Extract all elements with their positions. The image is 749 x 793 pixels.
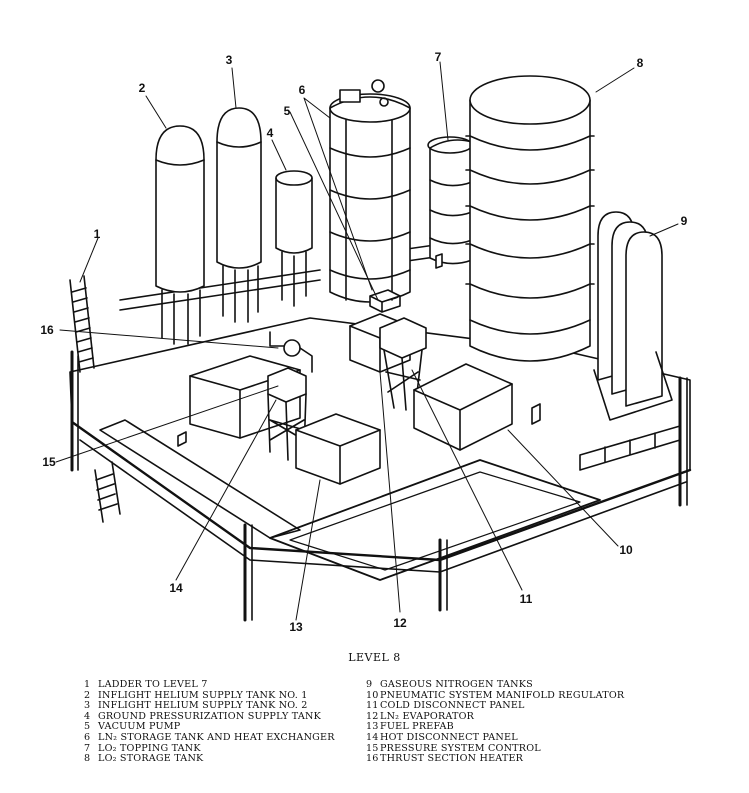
legend-item: 16THRUST SECTION HEATER: [366, 753, 624, 765]
legend-text: INFLIGHT HELIUM SUPPLY TANK NO. 1: [98, 689, 308, 701]
callout-4: 4: [267, 126, 274, 140]
legend-number: 3: [84, 700, 91, 712]
legend-number: 1: [84, 679, 91, 690]
legend-number: 12: [366, 710, 379, 722]
legend-item: 15PRESSURE SYSTEM CONTROL: [366, 742, 624, 755]
legend-item: 11COLD DISCONNECT PANEL: [366, 700, 624, 712]
legend-text: PRESSURE SYSTEM CONTROL: [380, 742, 541, 754]
lo2-storage-tank: [465, 75, 595, 362]
leader-lines: [55, 61, 679, 621]
ln2-storage-tank: [329, 79, 411, 303]
legend-text: VACUUM PUMP: [98, 721, 181, 733]
legend-text: LO₂ STORAGE TANK: [98, 753, 204, 765]
callout-8: 8: [637, 56, 644, 70]
callout-5: 5: [284, 104, 291, 118]
legend-text: GROUND PRESSURIZATION SUPPLY TANK: [98, 710, 321, 722]
callout-6: 6: [299, 83, 306, 97]
figure-caption: LEVEL 8: [348, 651, 401, 664]
legend-number: 16: [366, 753, 379, 765]
legend-text: GASEOUS NITROGEN TANKS: [380, 679, 533, 690]
legend-number: 4: [84, 710, 91, 722]
callout-numbers: 1 2 3 4 5 6 7 8 9 10 11 12 13 14 15 16: [40, 50, 687, 634]
ladder-to-level-7: [69, 275, 121, 523]
ground-pressurization-tank: [275, 170, 313, 307]
legend-number: 14: [366, 731, 379, 743]
level-8-diagram: 1 2 3 4 5 6 7 8 9 10 11 12 13 14 15 16: [40, 50, 692, 634]
callout-16: 16: [40, 323, 54, 337]
legend-text: HOT DISCONNECT PANEL: [380, 731, 518, 743]
legend-text: FUEL PREFAB: [380, 721, 454, 733]
legend-item: 6 LN₂ STORAGE TANK AND HEAT EXCHANGER: [84, 731, 335, 744]
gaseous-nitrogen-tanks: [593, 211, 673, 421]
legend-text: LN₂ STORAGE TANK AND HEAT EXCHANGER: [98, 731, 335, 743]
legend-number: 9: [366, 679, 373, 690]
thrust-section-heater: [269, 331, 313, 373]
callout-15: 15: [42, 455, 56, 469]
legend-text: PNEUMATIC SYSTEM MANIFOLD REGULATOR: [380, 689, 625, 701]
legend-text: LO₂ TOPPING TANK: [98, 742, 201, 754]
helium-tank-2: [216, 107, 262, 323]
legend-column-right: 9 GASEOUS NITROGEN TANKS 10PNEUMATIC SYST…: [366, 679, 625, 765]
legend-number: 13: [366, 721, 379, 733]
legend-item: 5 VACUUM PUMP: [84, 722, 335, 733]
legend-item: 9 GASEOUS NITROGEN TANKS: [366, 679, 624, 691]
legend-item: 13FUEL PREFAB: [366, 722, 624, 733]
legend-item: 3 INFLIGHT HELIUM SUPPLY TANK NO. 2: [84, 700, 335, 712]
legend-item: 4 GROUND PRESSURIZATION SUPPLY TANK: [84, 710, 335, 723]
legend-item: 14HOT DISCONNECT PANEL: [366, 731, 624, 744]
helium-tank-1: [155, 125, 205, 345]
legend-item: 12LN₂ EVAPORATOR: [366, 710, 624, 723]
legend-number: 2: [84, 689, 91, 701]
callout-9: 9: [681, 214, 688, 228]
legend-item: 1 LADDER TO LEVEL 7: [84, 679, 335, 691]
legend-text: LADDER TO LEVEL 7: [98, 679, 208, 690]
legend-number: 6: [84, 731, 91, 743]
legend-text: INFLIGHT HELIUM SUPPLY TANK NO. 2: [98, 700, 308, 712]
legend-text: COLD DISCONNECT PANEL: [380, 700, 525, 712]
lo2-topping-tank: [427, 136, 473, 265]
legend-number: 15: [366, 742, 379, 754]
callout-2: 2: [139, 81, 146, 95]
callout-13: 13: [289, 620, 303, 634]
legend-number: 5: [84, 721, 91, 733]
fuel-prefab-box: [295, 413, 381, 485]
callout-7: 7: [435, 50, 442, 64]
legend-item: 10PNEUMATIC SYSTEM MANIFOLD REGULATOR: [366, 689, 625, 702]
callout-1: 1: [94, 227, 101, 241]
legend-text: LN₂ EVAPORATOR: [380, 710, 475, 722]
callout-12: 12: [393, 616, 407, 630]
cold-disconnect-panel: [379, 317, 427, 411]
callout-3: 3: [226, 53, 233, 67]
legend-number: 11: [366, 700, 379, 712]
legend-text: THRUST SECTION HEATER: [380, 753, 524, 765]
callout-11: 11: [520, 592, 533, 606]
callout-10: 10: [619, 543, 633, 557]
pneumatic-manifold-regulator: [413, 363, 513, 451]
legend-item: 7 LO₂ TOPPING TANK: [84, 742, 335, 755]
hot-disconnect-panel: [267, 367, 307, 461]
legend-number: 7: [84, 742, 91, 754]
legend-number: 8: [84, 753, 91, 765]
legend-item: 2 INFLIGHT HELIUM SUPPLY TANK NO. 1: [84, 689, 335, 702]
legend-item: 8 LO₂ STORAGE TANK: [84, 753, 335, 765]
legend-number: 10: [366, 689, 379, 701]
callout-14: 14: [169, 581, 183, 595]
